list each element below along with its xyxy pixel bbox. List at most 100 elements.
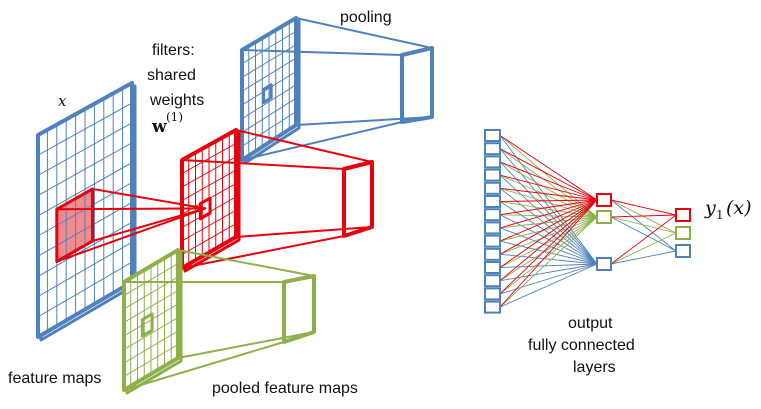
input-neuron bbox=[484, 221, 501, 235]
fc-connection bbox=[499, 263, 598, 282]
receptive-to-feature-line bbox=[91, 187, 207, 210]
fc-connection bbox=[499, 148, 598, 201]
fc-connection bbox=[499, 199, 598, 308]
fc-connection bbox=[499, 148, 598, 218]
input-grid-hline bbox=[37, 261, 133, 318]
hidden-neuron bbox=[596, 193, 612, 207]
input-neuron bbox=[484, 247, 501, 261]
fc-connection bbox=[610, 199, 677, 252]
pooled-feature-maps-label: pooled feature maps bbox=[212, 380, 358, 397]
input-x-symbol: x bbox=[58, 92, 67, 110]
feature-maps-label: feature maps bbox=[8, 370, 101, 387]
fc-connection bbox=[499, 199, 598, 255]
red-feature-map-grid-hline bbox=[181, 209, 237, 242]
fc-connection bbox=[499, 199, 598, 216]
filters-label-line1: filters: bbox=[152, 42, 195, 59]
y1-subscript: 1 bbox=[716, 208, 724, 222]
blue-pooling-frustum-end-face bbox=[400, 46, 434, 124]
fc-connection bbox=[499, 199, 598, 242]
fc-connection bbox=[610, 214, 677, 265]
blue-pooling-grid-hline bbox=[241, 71, 297, 106]
hidden-neuron bbox=[596, 257, 612, 271]
input-neuron bbox=[484, 300, 501, 314]
fc-connection bbox=[499, 263, 598, 308]
fc-connection bbox=[499, 214, 598, 218]
output-label-line3: layers bbox=[573, 359, 616, 376]
blue-pooling-frustum-edge bbox=[295, 17, 433, 49]
fc-connection bbox=[499, 161, 598, 201]
fc-connection bbox=[499, 161, 598, 218]
weights-symbol: w bbox=[151, 117, 167, 137]
input-neuron bbox=[484, 129, 501, 142]
blue-pooling-grid-hline bbox=[241, 97, 297, 133]
red-feature-map-grid-hline bbox=[181, 223, 237, 255]
green-pooled-map-grid-hline bbox=[123, 344, 179, 377]
input-neuron bbox=[484, 274, 501, 288]
fc-connection bbox=[499, 216, 598, 268]
input-neuron bbox=[484, 195, 501, 208]
fc-connection bbox=[499, 216, 598, 295]
input-neuron bbox=[484, 181, 501, 195]
fc-connection bbox=[499, 216, 598, 242]
input-neuron bbox=[484, 168, 501, 182]
filters-label-line3: weights bbox=[149, 92, 204, 109]
red-feature-map-frustum-edge bbox=[181, 235, 345, 269]
green-pooled-map-grid-hline bbox=[123, 330, 179, 364]
input-neuron bbox=[484, 142, 501, 156]
fc-connection bbox=[610, 199, 677, 234]
input-neuron bbox=[484, 234, 501, 248]
fc-connection bbox=[499, 174, 598, 265]
red-feature-map-frustum-edge bbox=[235, 129, 373, 163]
input-neuron bbox=[484, 261, 501, 274]
fc-connection bbox=[499, 216, 598, 282]
input-grid-hline bbox=[37, 241, 133, 298]
fc-connection bbox=[610, 199, 677, 216]
blue-pooling-frustum-edge bbox=[241, 49, 403, 56]
red-feature-map-frustum-end-face bbox=[342, 160, 374, 238]
fc-connection bbox=[499, 216, 598, 229]
fc-connection bbox=[610, 216, 677, 252]
hidden-neuron bbox=[596, 210, 612, 224]
fc-connection bbox=[499, 199, 598, 268]
output-label-line2: fully connected bbox=[528, 337, 635, 354]
fc-connection bbox=[610, 250, 677, 265]
fc-connection bbox=[499, 201, 598, 218]
fc-connection bbox=[499, 216, 598, 308]
receptive-to-feature-line bbox=[55, 207, 207, 263]
input-neuron bbox=[484, 155, 501, 169]
pooling-label: pooling bbox=[340, 9, 392, 26]
fc-connection bbox=[610, 216, 677, 234]
green-pooled-frustum-edge bbox=[177, 331, 315, 359]
red-feature-map-frustum-edge bbox=[181, 159, 345, 170]
blue-pooling-grid-hline bbox=[241, 111, 297, 147]
output-neuron bbox=[675, 226, 691, 240]
input-grid-hline bbox=[37, 201, 133, 257]
green-pooled-cell bbox=[140, 312, 154, 338]
fc-connection bbox=[499, 263, 598, 268]
output-neuron bbox=[675, 208, 691, 222]
fc-connection bbox=[499, 174, 598, 218]
fc-connection bbox=[499, 199, 598, 202]
input-neuron bbox=[484, 208, 501, 222]
green-pooled-frustum-edge bbox=[177, 249, 315, 277]
fc-connection bbox=[499, 135, 598, 201]
receptive-to-feature-line bbox=[55, 207, 207, 211]
red-feature-map-frustum-edge bbox=[235, 226, 373, 238]
diagram-shapes bbox=[36, 16, 691, 395]
green-pooled-map-grid-hline bbox=[123, 317, 179, 350]
fc-connection bbox=[499, 199, 598, 282]
fc-connection bbox=[610, 232, 677, 265]
output-neuron bbox=[675, 244, 691, 258]
weights-superscript: (1) bbox=[166, 110, 183, 124]
fc-connection bbox=[610, 214, 677, 218]
filters-label-line2: shared bbox=[147, 67, 196, 84]
blue-pooling-frustum-edge bbox=[241, 121, 403, 161]
output-label-line1: output bbox=[568, 315, 613, 332]
input-neuron bbox=[484, 287, 501, 301]
blue-pooling-cell bbox=[262, 83, 273, 104]
y1-symbol: y bbox=[704, 197, 716, 219]
red-feature-cell bbox=[198, 196, 212, 221]
blue-pooling-grid-hline bbox=[241, 84, 297, 120]
fc-connection bbox=[499, 216, 598, 255]
